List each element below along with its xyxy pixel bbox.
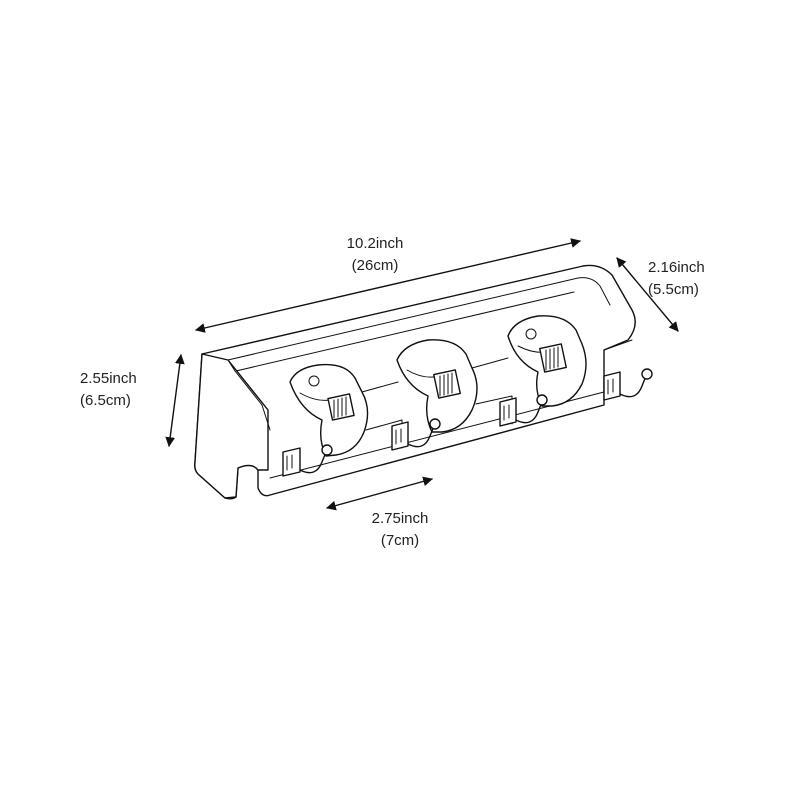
length-arrow [195, 238, 581, 333]
clip-1-rubber [327, 393, 355, 421]
hook-4 [603, 368, 653, 401]
length-imperial: 10.2inch [346, 235, 404, 252]
hook-1 [282, 444, 333, 477]
spacing-arrow [326, 476, 433, 511]
clip-3 [507, 315, 587, 407]
spacing-label: 2.75inch (7cm) [345, 508, 455, 552]
depth-label: 2.16inch (5.5cm) [648, 257, 738, 301]
depth-imperial: 2.16inch [648, 259, 705, 276]
hook-2 [391, 418, 441, 451]
spacing-metric: (7cm) [380, 532, 420, 549]
clip-2 [396, 339, 478, 433]
height-metric: (6.5cm) [80, 392, 131, 409]
height-imperial: 2.55inch [80, 370, 137, 387]
clip-1 [289, 363, 369, 457]
spacing-imperial: 2.75inch [371, 510, 429, 527]
hook-3 [499, 394, 548, 427]
depth-metric: (5.5cm) [648, 281, 699, 298]
clip-3-rubber [539, 343, 567, 373]
height-arrow [165, 354, 185, 447]
depth-arrow [616, 257, 679, 332]
height-label: 2.55inch (6.5cm) [80, 368, 170, 412]
length-metric: (26cm) [351, 257, 399, 274]
length-label: 10.2inch (26cm) [320, 233, 430, 277]
clip-2-rubber [433, 369, 461, 399]
